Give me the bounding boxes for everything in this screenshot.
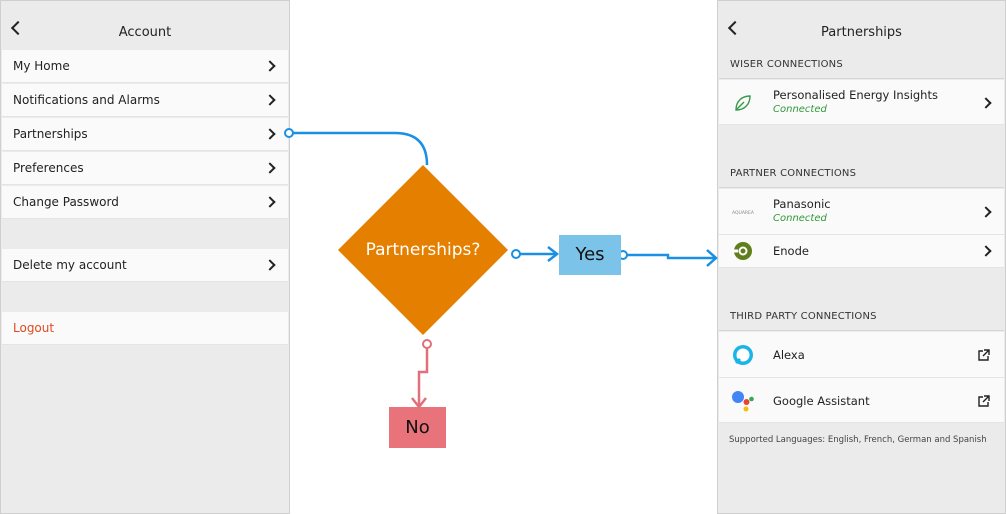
menu-item-label: Partnerships — [13, 127, 88, 141]
menu-item-partnerships[interactable]: Partnerships — [2, 118, 288, 151]
chevron-right-icon — [980, 97, 992, 109]
connector-no-start-dot — [422, 339, 432, 349]
status-label: Connected — [773, 104, 827, 115]
no-label: No — [405, 417, 430, 438]
page-title: Partnerships — [821, 25, 902, 40]
status-label: Connected — [773, 213, 827, 224]
list-item-alexa[interactable]: Alexa — [719, 332, 1004, 378]
list-item-panasonic[interactable]: AQUAREA Panasonic Connected — [719, 189, 1004, 235]
nav-header: Account — [1, 1, 289, 49]
list-item-enode[interactable]: Enode — [719, 235, 1004, 268]
supported-languages-note: Supported Languages: English, French, Ge… — [729, 435, 987, 445]
menu-item-change-password[interactable]: Change Password — [2, 186, 288, 219]
logout-button[interactable]: Logout — [2, 312, 288, 345]
connector-yes-to-partnerships-screen — [623, 253, 716, 260]
section-header-label: WISER CONNECTIONS — [730, 59, 843, 70]
section-header-wiser: WISER CONNECTIONS — [719, 51, 1004, 79]
chevron-right-icon — [980, 245, 992, 257]
menu-item-my-home[interactable]: My Home — [2, 50, 288, 83]
menu-item-label: My Home — [13, 59, 70, 73]
section-header-label: THIRD PARTY CONNECTIONS — [730, 311, 877, 322]
yes-label: Yes — [575, 244, 605, 265]
arrowhead-screen — [706, 249, 718, 267]
decision-diamond — [338, 165, 508, 335]
arrowhead-no — [411, 397, 427, 410]
section-header-label: PARTNER CONNECTIONS — [730, 168, 857, 179]
item-title: Google Assistant — [773, 394, 870, 408]
account-screen: Account My Home Notifications and Alarms… — [0, 0, 290, 514]
menu-item-notifications[interactable]: Notifications and Alarms — [2, 84, 288, 117]
chevron-right-icon — [264, 60, 276, 72]
chevron-right-icon — [264, 259, 276, 271]
logout-label: Logout — [13, 321, 55, 335]
menu-item-label: Preferences — [13, 161, 84, 175]
connector-yes-start-dot — [511, 249, 521, 259]
menu-item-label: Delete my account — [13, 258, 127, 272]
chevron-right-icon — [264, 162, 276, 174]
item-title: Alexa — [773, 348, 805, 362]
page-title: Account — [118, 25, 172, 40]
enode-icon — [732, 242, 752, 260]
list-item-energy-insights[interactable]: Personalised Energy Insights Connected — [719, 80, 1004, 125]
nav-header: Partnerships — [718, 1, 1005, 49]
chevron-right-icon — [264, 196, 276, 208]
arrowhead-yes — [547, 246, 560, 262]
menu-item-preferences[interactable]: Preferences — [2, 152, 288, 185]
item-title: Enode — [773, 244, 809, 258]
yes-node: Yes — [559, 235, 621, 275]
item-title: Panasonic — [773, 197, 831, 211]
menu-item-label: Notifications and Alarms — [13, 93, 160, 107]
menu-item-delete-account[interactable]: Delete my account — [2, 249, 288, 282]
list-item-google-assistant[interactable]: Google Assistant — [719, 378, 1004, 423]
chevron-right-icon — [264, 128, 276, 140]
alexa-icon — [733, 345, 753, 365]
chevron-right-icon — [980, 206, 992, 218]
decision-label: Partnerships? — [365, 240, 481, 260]
panasonic-logo-text: AQUAREA — [732, 210, 755, 216]
partnerships-screen: Partnerships WISER CONNECTIONS Personali… — [717, 0, 1006, 514]
item-title: Personalised Energy Insights — [773, 88, 938, 102]
leaf-icon — [735, 95, 751, 111]
external-link-icon — [978, 349, 990, 361]
panasonic-logo-icon: AQUAREA — [732, 210, 755, 216]
section-header-partner: PARTNER CONNECTIONS — [719, 160, 1004, 188]
external-link-icon — [978, 395, 990, 407]
section-header-third-party: THIRD PARTY CONNECTIONS — [719, 303, 1004, 331]
chevron-right-icon — [264, 94, 276, 106]
connector-partnerships-to-decision — [289, 131, 429, 166]
menu-item-label: Change Password — [13, 195, 119, 209]
google-assistant-icon — [732, 391, 754, 412]
no-node: No — [389, 407, 446, 448]
connector-decision-to-no — [417, 344, 429, 406]
